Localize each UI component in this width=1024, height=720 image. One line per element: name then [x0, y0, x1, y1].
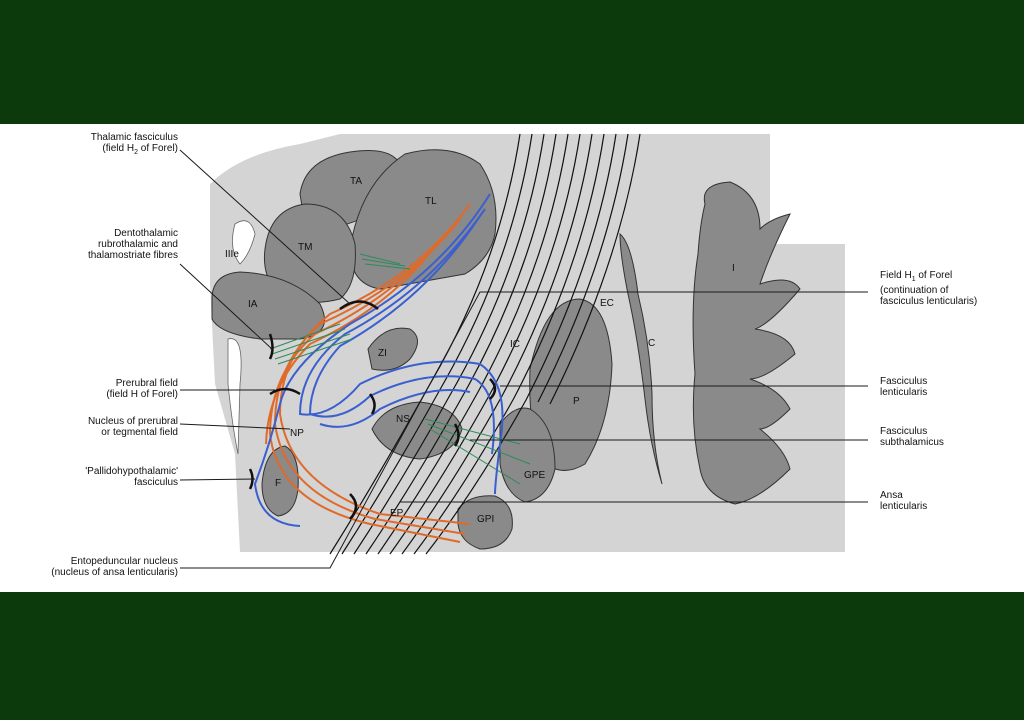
nucleus-zi — [367, 327, 418, 371]
region-label-np: NP — [290, 428, 304, 439]
nucleus-gpe — [499, 407, 556, 503]
region-label-f: F — [275, 478, 281, 489]
prerubral-field-line2: (field H of Forel) — [106, 389, 178, 400]
fasciculus-subthalamicus-line2: subthalamicus — [880, 437, 944, 448]
dentothalamic-line3: thalamostriate fibres — [87, 250, 178, 261]
field-h1-line1: Field H1 of Forel — [880, 270, 953, 283]
field-marker-arcs — [248, 300, 497, 520]
region-label-c: C — [648, 338, 655, 349]
leader-lines — [179, 149, 868, 569]
ansa-lenticularis-line1: Ansa — [880, 490, 903, 501]
region-label-ic: IC — [510, 339, 520, 350]
label-fasciculus-lenticularis: Fasciculus lenticularis — [880, 376, 927, 398]
label-thalamic-fasciculus: Thalamic fasciculus (field H2 of Forel) — [91, 132, 178, 158]
nucleus-ia — [211, 271, 325, 340]
nucleus-prerubral-line2: or tegmental field — [101, 427, 178, 438]
label-dentothalamic: Dentothalamic rubrothalamic and thalamos… — [88, 228, 178, 261]
thalamic-fasciculus-line1: Thalamic fasciculus — [90, 132, 178, 143]
field-h1-line2: (continuation of — [880, 285, 949, 296]
region-label-tl: TL — [425, 196, 437, 207]
label-fasciculus-subthalamicus: Fasciculus subthalamicus — [880, 426, 944, 448]
nucleus-prerubral-line1: Nucleus of prerubral — [87, 416, 178, 427]
fasciculus-lenticularis-line2: lenticularis — [880, 387, 928, 398]
slide-bottom-band — [0, 592, 1024, 720]
region-label-ns: NS — [396, 414, 410, 425]
fasciculus-lenticularis-line1: Fasciculus — [880, 376, 928, 387]
region-label-i: I — [732, 263, 735, 274]
entopeduncular-line1: Entopeduncular nucleus — [70, 556, 178, 567]
region-label-tm: TM — [298, 242, 312, 253]
slide-top-band — [0, 0, 1024, 124]
region-label-iiie: IIIe — [225, 249, 239, 260]
entopeduncular-line2: (nucleus of ansa lenticularis) — [51, 567, 178, 578]
dentothalamic-line1: Dentothalamic — [114, 228, 178, 239]
ansa-lenticularis-line2: lenticularis — [880, 501, 928, 512]
region-label-gpi: GPI — [477, 514, 494, 525]
region-label-ep: EP — [390, 508, 404, 519]
region-label-ec: EC — [600, 298, 614, 309]
region-label-gpe: GPE — [524, 470, 545, 481]
third-ventricle — [232, 220, 256, 265]
label-nucleus-prerubral: Nucleus of prerubral or tegmental field — [88, 416, 178, 438]
region-label-ia: IA — [248, 299, 258, 310]
label-prerubral-field: Prerubral field (field H of Forel) — [106, 378, 178, 400]
nucleus-c — [619, 232, 663, 485]
nucleus-gpi — [457, 495, 513, 550]
left-ventricle-gap — [227, 338, 242, 455]
thalamic-fasciculus-line2: (field H2 of Forel) — [102, 143, 178, 156]
pallidohypothalamic-line2: fasciculus — [134, 477, 178, 488]
field-h1-line3: fasciculus lenticularis) — [880, 296, 978, 307]
label-ansa-lenticularis: Ansa lenticularis — [880, 490, 927, 512]
pallidohypothalamic-line1: 'Pallidohypothalamic' — [85, 466, 178, 477]
nucleus-i — [692, 181, 801, 505]
anatomy-figure: TA TL TM IIIe IA ZI NS NP F IC EC C P I … — [0, 124, 1024, 592]
label-entopeduncular: Entopeduncular nucleus (nucleus of ansa … — [51, 556, 178, 578]
label-field-h1: Field H1 of Forel (continuation of fasci… — [880, 270, 977, 307]
region-label-p: P — [573, 396, 580, 407]
fasciculus-subthalamicus-line1: Fasciculus — [880, 426, 928, 437]
diagram-canvas: TA TL TM IIIe IA ZI NS NP F IC EC C P I … — [179, 133, 868, 569]
label-pallidohypothalamic: 'Pallidohypothalamic' fasciculus — [85, 466, 178, 488]
nucleus-tl — [349, 149, 497, 290]
prerubral-field-line1: Prerubral field — [115, 378, 178, 389]
region-label-zi: ZI — [378, 348, 387, 359]
dentothalamic-line2: rubrothalamic and — [97, 239, 178, 250]
region-label-ta: TA — [350, 176, 362, 187]
